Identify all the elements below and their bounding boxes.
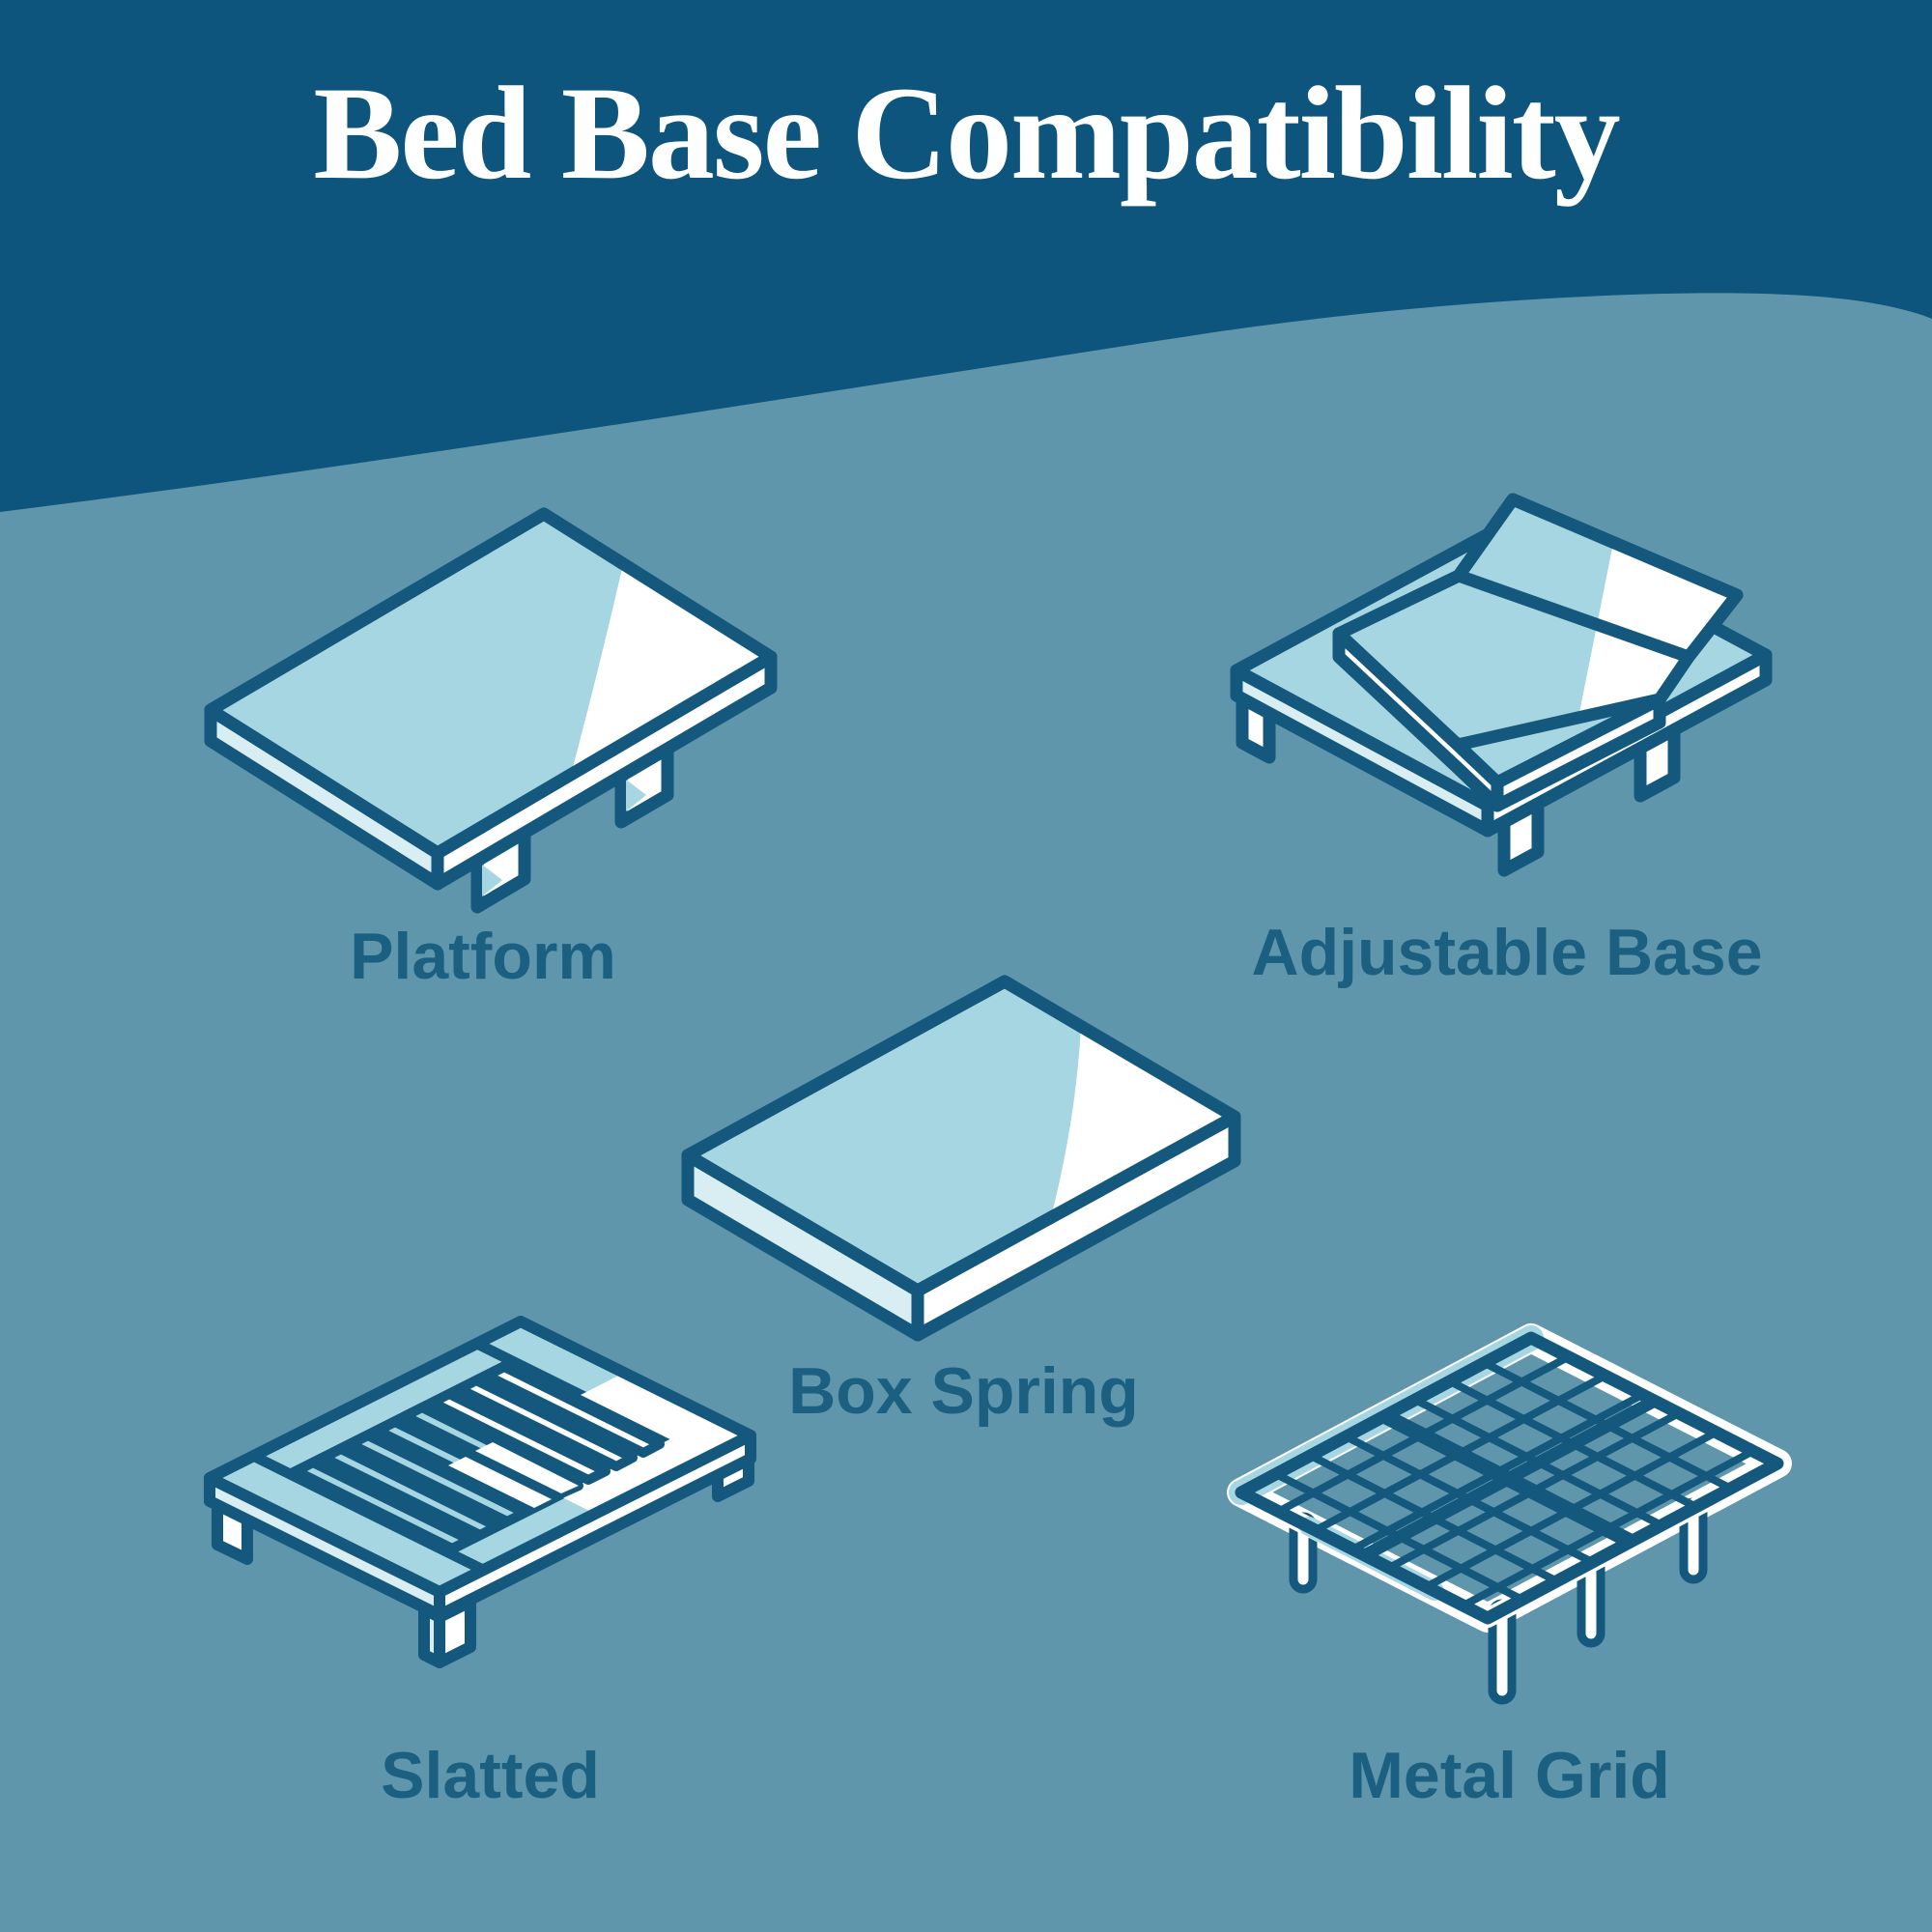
bed-base-label-metal-grid: Metal Grid <box>1349 1739 1670 1812</box>
bed-base-label-box-spring: Box Spring <box>788 1354 1139 1428</box>
header-curve-background <box>0 0 1932 512</box>
bed-base-item-adjustable-base: Adjustable Base <box>1208 471 1806 989</box>
bed-base-label-adjustable-base: Adjustable Base <box>1251 916 1763 989</box>
box-spring-bed-icon <box>681 975 1241 1342</box>
bed-base-item-slatted: Slatted <box>188 1304 792 1812</box>
slatted-bed-icon <box>204 1316 756 1668</box>
bed-base-label-slatted: Slatted <box>381 1739 600 1812</box>
metal-grid-bed-icon <box>1227 1323 1792 1705</box>
platform-bed-icon <box>204 507 778 914</box>
bed-base-item-metal-grid: Metal Grid <box>1212 1319 1806 1812</box>
bed-base-item-platform: Platform <box>184 483 782 993</box>
adjustable-base-bed-icon <box>1230 493 1773 877</box>
bed-base-label-platform: Platform <box>350 920 616 993</box>
page-title: Bed Base Compatibility <box>313 59 1620 207</box>
bed-base-item-box-spring: Box Spring <box>667 945 1261 1428</box>
